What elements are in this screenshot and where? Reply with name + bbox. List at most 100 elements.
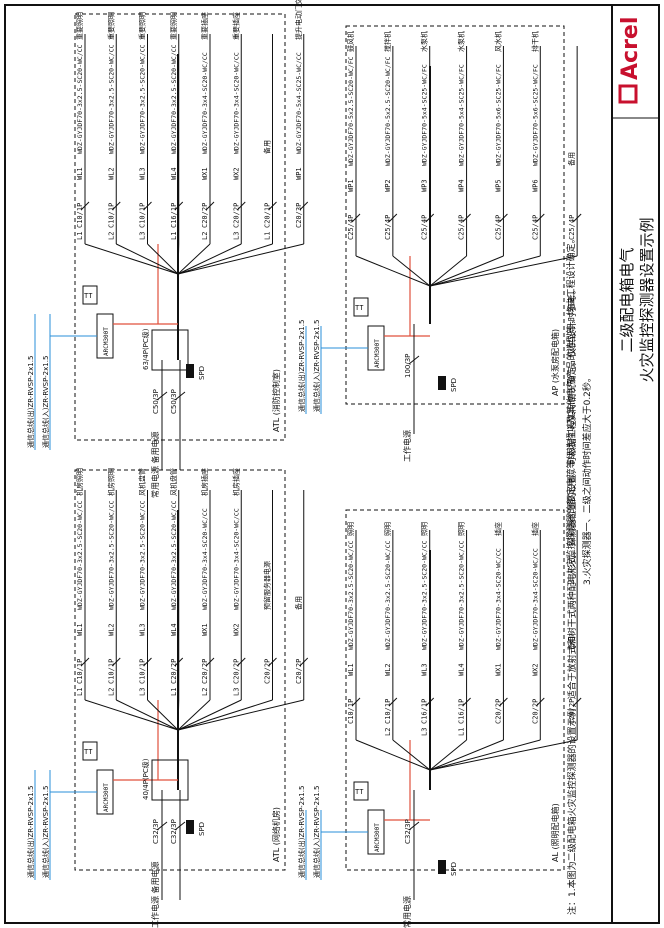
- device-text: ARCM300T: [103, 783, 110, 812]
- circuit-phase: L1: [458, 728, 466, 736]
- tt-label: TT: [84, 748, 93, 756]
- spd-text: SPD: [450, 378, 458, 392]
- circuit-breaker: C20/2P: [170, 659, 178, 684]
- circuit-labels: L2C10/1PWL2WDZ-GYJDF70-3x2.5-SC20-WC/CC机…: [106, 468, 115, 696]
- circuit-phase: L2: [201, 688, 209, 696]
- comm-out-text: 通信总线(出)ZR-RVSP-2x1.5: [297, 320, 306, 412]
- circuit-load: 备用: [567, 152, 576, 166]
- spd-text: SPD: [450, 862, 458, 876]
- circuit-breaker: C16/1P: [170, 203, 178, 228]
- circuit-code: WL3: [139, 623, 147, 636]
- circuit-cable: WDZ-GYJDF70-3x2.5-SC20-WC/CC: [170, 44, 178, 154]
- circuit-row: L1C10/1PWL1WDZ-GYJDF70-3x2.5-SC20-WC/CC重…: [76, 12, 179, 275]
- circuit-load: 照明: [347, 522, 355, 536]
- spd-text: SPD: [198, 822, 206, 836]
- circuit-breaker-symbol: [143, 201, 152, 211]
- circuit-code: WL3: [421, 663, 429, 676]
- circuit-load: 风水机: [493, 31, 502, 52]
- incoming-breaker-label: C32/3P: [404, 819, 412, 844]
- circuit-code: WX1: [201, 167, 209, 180]
- circuit-breaker: C10/1P: [107, 203, 115, 228]
- logo-mark-icon: [618, 84, 638, 104]
- circuit-tap: [429, 255, 578, 287]
- source-label: 工作电源 备用电源: [150, 861, 160, 928]
- circuit-code: WX1: [494, 663, 502, 676]
- circuit-breaker-symbol: [572, 697, 582, 707]
- circuit-code: WL4: [170, 167, 178, 180]
- circuit-load: 提升电动门交换机: [294, 0, 303, 40]
- circuit-breaker-symbol: [388, 213, 398, 223]
- panel-box-label: ATL (消防控制室): [271, 369, 281, 432]
- circuit-row: L1C16/1PWL4WDZ-GYJDF70-3x2.5-SC20-WC/CC重…: [170, 12, 184, 275]
- circuit-breaker-symbol: [236, 201, 246, 211]
- circuit-code: WL4: [458, 663, 466, 676]
- circuit-tap: [177, 699, 304, 731]
- comm-out-text: 通信总线(出)ZR-RVSP-2x1.5: [26, 786, 35, 878]
- circuit-breaker-symbol: [499, 213, 508, 223]
- title-line1: 二级配电箱电气: [618, 247, 636, 352]
- circuit-load: 风机盘管: [169, 468, 178, 496]
- circuit-load: 重要照明: [76, 12, 84, 40]
- changeover-switch: [151, 759, 189, 801]
- circuit-load: 搅拌机: [383, 31, 392, 52]
- circuit-breaker: C20/2P: [264, 659, 272, 684]
- circuit-phase: L3: [421, 728, 429, 736]
- circuit-tap: [429, 255, 504, 287]
- circuit-code: WL2: [107, 623, 115, 636]
- incoming-breaker-symbol: [156, 821, 168, 831]
- circuit-breaker: C25/4P: [494, 215, 502, 240]
- circuit-load: 备用: [567, 636, 576, 650]
- circuit-breaker-symbol: [205, 201, 215, 211]
- circuit-cable: WDZ-GYJDF70-3x4-SC20-WC/CC: [201, 52, 209, 154]
- box-label-text: ATL (消防控制室): [271, 369, 281, 432]
- circuit-phase: L2: [107, 232, 115, 240]
- circuit-load: 照明: [421, 522, 429, 536]
- circuit-row: L3C20/2PWX2WDZ-GYJDF70-3x4-SC20-WC/CC机房插…: [177, 468, 246, 731]
- circuit-tap: [147, 699, 179, 731]
- panel-enclosure: [345, 509, 565, 871]
- circuit-code: WL3: [139, 167, 147, 180]
- incoming-breaker-text: C32/3P: [152, 819, 160, 844]
- tt-box: [82, 285, 98, 305]
- circuit-cable: WDZ-GYJDF70-5x2.5-SC20-WC/FC: [384, 56, 392, 166]
- circuit-cable: WDZ-GYJDF70-3x2.5-SC20-WC/CC: [170, 500, 178, 610]
- circuit-breaker-symbol: [299, 201, 309, 211]
- circuit-breaker-symbol: [351, 213, 361, 223]
- circuit-row: L1 C20/2P WL4 WDZ-GYJDF70-3x2.5-SC20-WC/CC 风…: [169, 468, 184, 731]
- comm-in-label: 通信总线(入)ZR-RVSP-2x1.5: [41, 786, 50, 878]
- circuit-row: C20/3PWP1WDZ-GYJDF70-5x4-SC25-WC/CC提升电动门…: [177, 0, 309, 275]
- circuit-breaker: C20/2P: [295, 659, 303, 684]
- circuit-code: WP5: [494, 179, 502, 192]
- circuit-breaker: C10/1P: [76, 659, 84, 684]
- circuit-breaker-symbol: [425, 697, 435, 707]
- circuit-phase: L3: [139, 232, 147, 240]
- circuit-code: WP1: [295, 167, 303, 180]
- circuit-breaker: C25/4P: [458, 215, 466, 240]
- source-label: 工作电源: [402, 430, 412, 462]
- source-text: 工作电源 备用电源: [150, 861, 160, 928]
- circuit-tap: [116, 243, 179, 275]
- circuit-tap: [429, 255, 467, 287]
- incoming-breaker-text: 100/3P: [404, 354, 412, 378]
- circuit-breaker-symbol: [388, 697, 398, 707]
- circuit-tap: [84, 699, 179, 731]
- circuit-row: L2C10/1PWL2WDZ-GYJDF70-3x2.5-SC20-WC/CC机…: [106, 468, 179, 731]
- device-text: ARCM300T: [103, 327, 110, 356]
- circuit-breaker: C20/2P: [232, 203, 240, 228]
- circuit-cable: WDZ-GYJDF70-5x4-SC25-WC/CC: [295, 52, 303, 154]
- circuit-code: WX2: [232, 623, 240, 636]
- brand-name: Acrel: [618, 17, 643, 80]
- circuit-cable: WDZ-GYJDF70-3x2.5-SC20-WC/CC: [421, 540, 429, 650]
- circuit-code: WL4: [170, 623, 178, 636]
- spd-text: SPD: [198, 366, 206, 380]
- circuit-phase: L1: [170, 688, 178, 696]
